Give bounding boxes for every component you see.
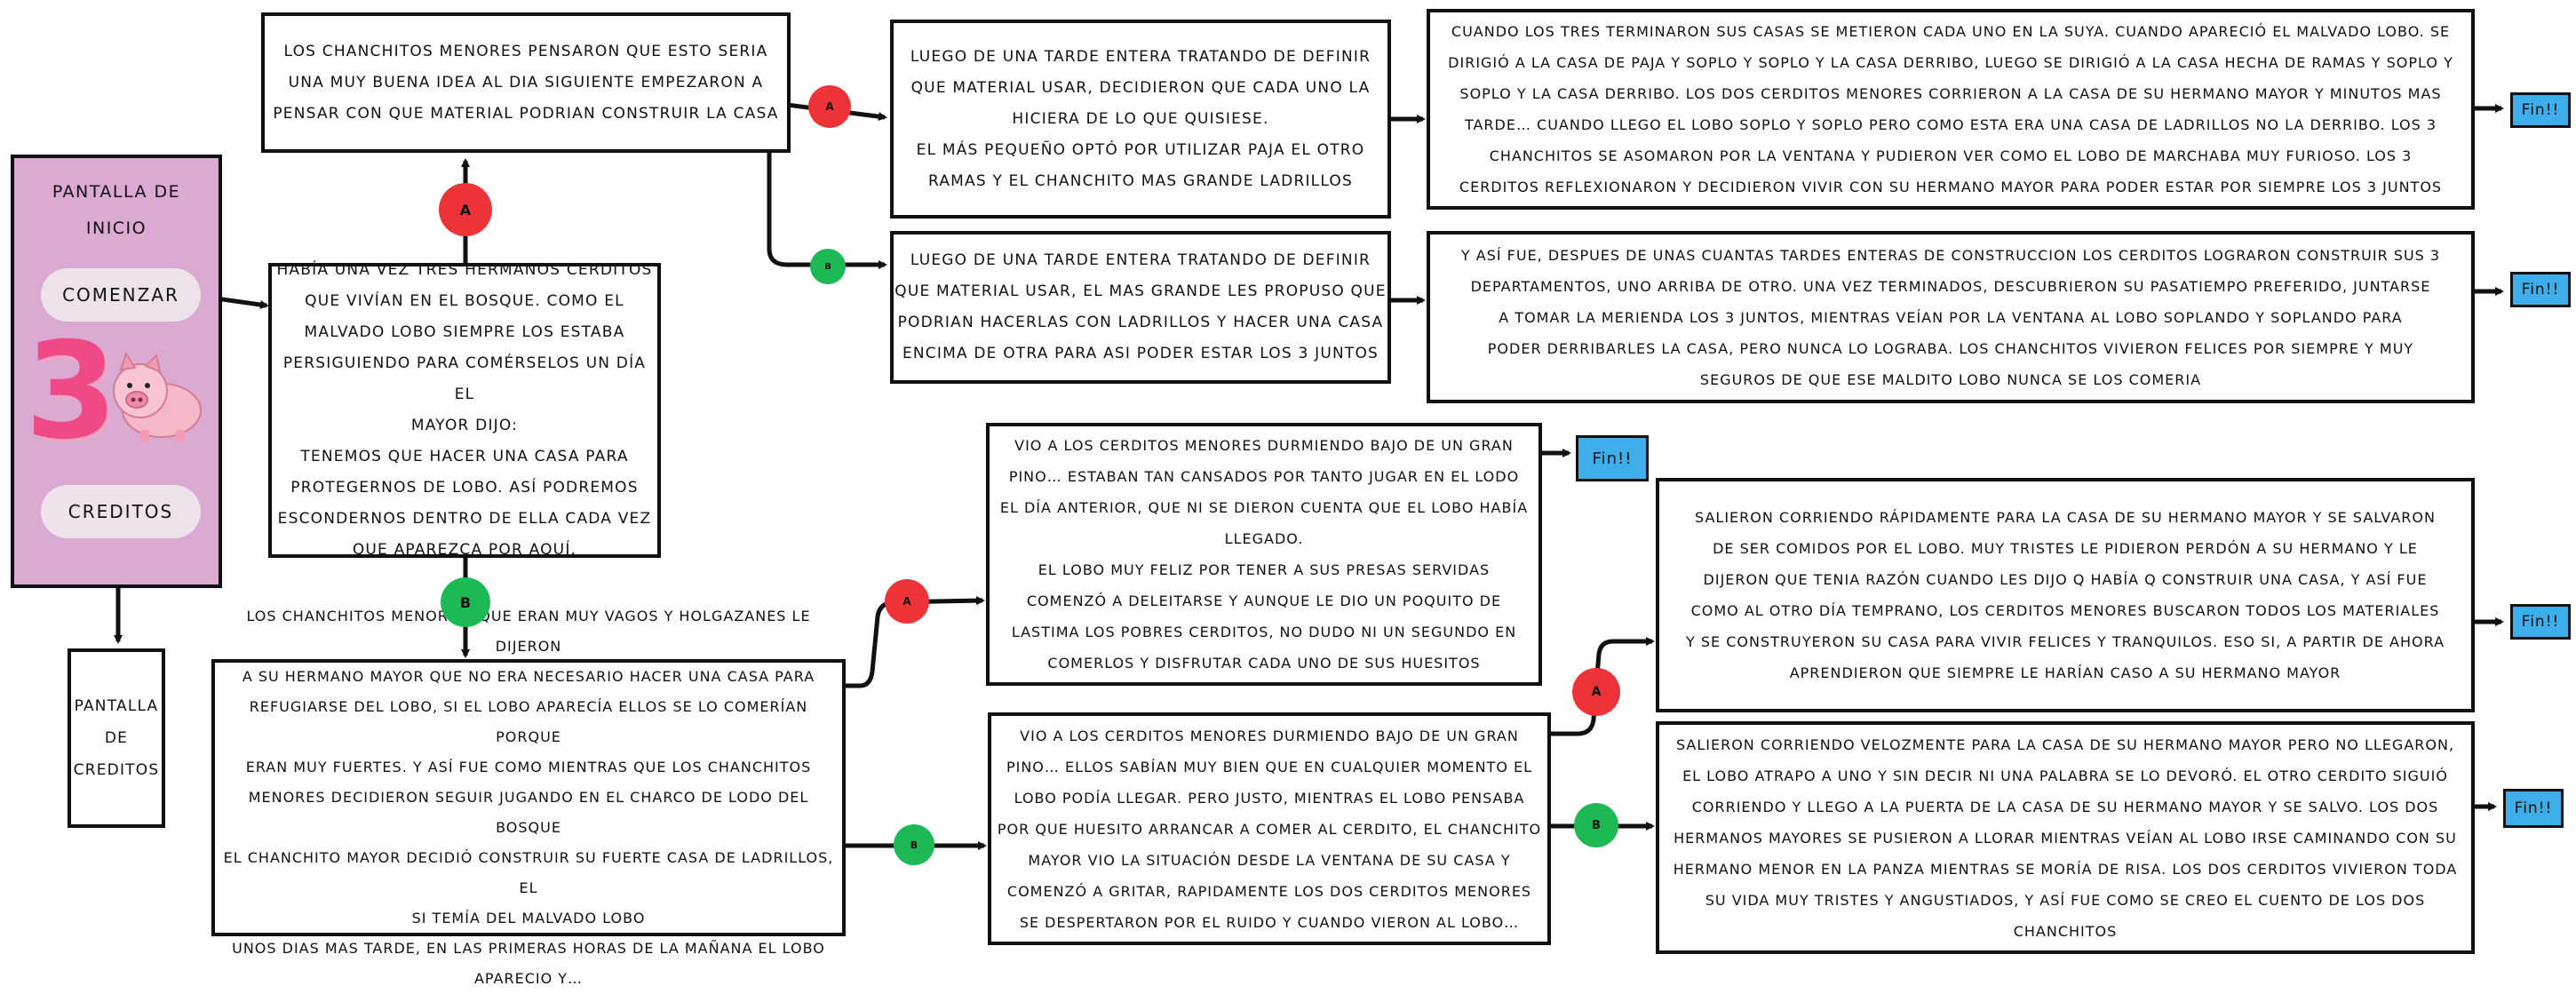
node-bb-mid-text: Vio a los cerditos menores durmiendo baj… xyxy=(997,727,1542,931)
choice-b-a[interactable]: A xyxy=(885,579,929,624)
end-marker-aa[interactable]: Fin!! xyxy=(2510,92,2571,128)
pig-icon xyxy=(113,351,202,442)
choice-bb-b[interactable]: B xyxy=(1574,803,1618,847)
node-bba-end: Salieron corriendo rápidamente para la c… xyxy=(1656,478,2475,712)
choice-a-b[interactable]: B xyxy=(810,249,846,284)
node-b-bottom: Los chanchitos menores, que eran muy vag… xyxy=(211,608,846,987)
node-aa-end: Cuando los tres terminaron sus casas se … xyxy=(1427,9,2475,210)
end-marker-bbb[interactable]: Fin!! xyxy=(2503,789,2564,828)
credits-screen-label: Pantalla de creditos xyxy=(73,697,160,779)
node-ab-end-text: Y así fue, despues de unas cuantas tarde… xyxy=(1460,246,2441,388)
node-b-bottom-text: Los chanchitos menores, que eran muy vag… xyxy=(223,608,834,987)
node-ab-mid: Luego de una tarde entera tratando de de… xyxy=(890,231,1391,384)
choice-main-a[interactable]: A xyxy=(439,183,492,236)
choice-a-a[interactable]: A xyxy=(808,85,851,128)
choice-bb-a[interactable]: A xyxy=(1572,668,1620,716)
arrow-a-ab xyxy=(767,153,887,269)
node-bb-mid: Vio a los cerditos menores durmiendo baj… xyxy=(988,712,1551,945)
end-marker-ba[interactable]: Fin!! xyxy=(1576,435,1649,481)
start-screen-title: Pantalla de inicio xyxy=(52,182,181,238)
node-aa-end-text: Cuando los tres terminaron sus casas se … xyxy=(1448,23,2453,195)
node-ba-end-text: Vio a los cerditos menores durmiendo baj… xyxy=(999,437,1529,672)
node-bba-end-text: Salieron corriendo rápidamente para la c… xyxy=(1685,509,2445,681)
end-marker-bba[interactable]: Fin!! xyxy=(2510,604,2571,640)
end-marker-ab[interactable]: Fin!! xyxy=(2510,272,2571,307)
node-bbb-end: Salieron corriendo velozmente para la ca… xyxy=(1656,721,2475,954)
credits-button[interactable]: Creditos xyxy=(41,485,201,538)
choice-main-b[interactable]: B xyxy=(441,577,490,627)
node-aa-mid-text: Luego de una tarde entera tratando de de… xyxy=(910,47,1371,190)
choice-b-b[interactable]: B xyxy=(894,824,934,865)
credits-screen-box: Pantalla de creditos xyxy=(68,648,165,828)
node-intro-text: Había una vez tres hermanos cerditos que… xyxy=(276,261,653,559)
node-intro: Había una vez tres hermanos cerditos que… xyxy=(268,261,661,559)
node-bbb-end-text: Salieron corriendo velozmente para la ca… xyxy=(1673,736,2458,940)
start-screen-panel: Pantalla de inicio Comenzar Creditos xyxy=(11,155,222,588)
logo-three: 3 xyxy=(25,314,118,469)
node-ab-mid-text: Luego de una tarde entera tratando de de… xyxy=(894,251,1387,362)
node-aa-mid: Luego de una tarde entera tratando de de… xyxy=(890,20,1391,219)
node-a-top-text: Los chanchitos menores pensaron que esto… xyxy=(273,42,779,123)
node-ab-end: Y así fue, despues de unas cuantas tarde… xyxy=(1427,231,2475,403)
start-button[interactable]: Comenzar xyxy=(41,268,201,322)
node-a-top: Los chanchitos menores pensaron que esto… xyxy=(261,12,791,153)
node-ba-end: Vio a los cerditos menores durmiendo baj… xyxy=(986,423,1542,686)
